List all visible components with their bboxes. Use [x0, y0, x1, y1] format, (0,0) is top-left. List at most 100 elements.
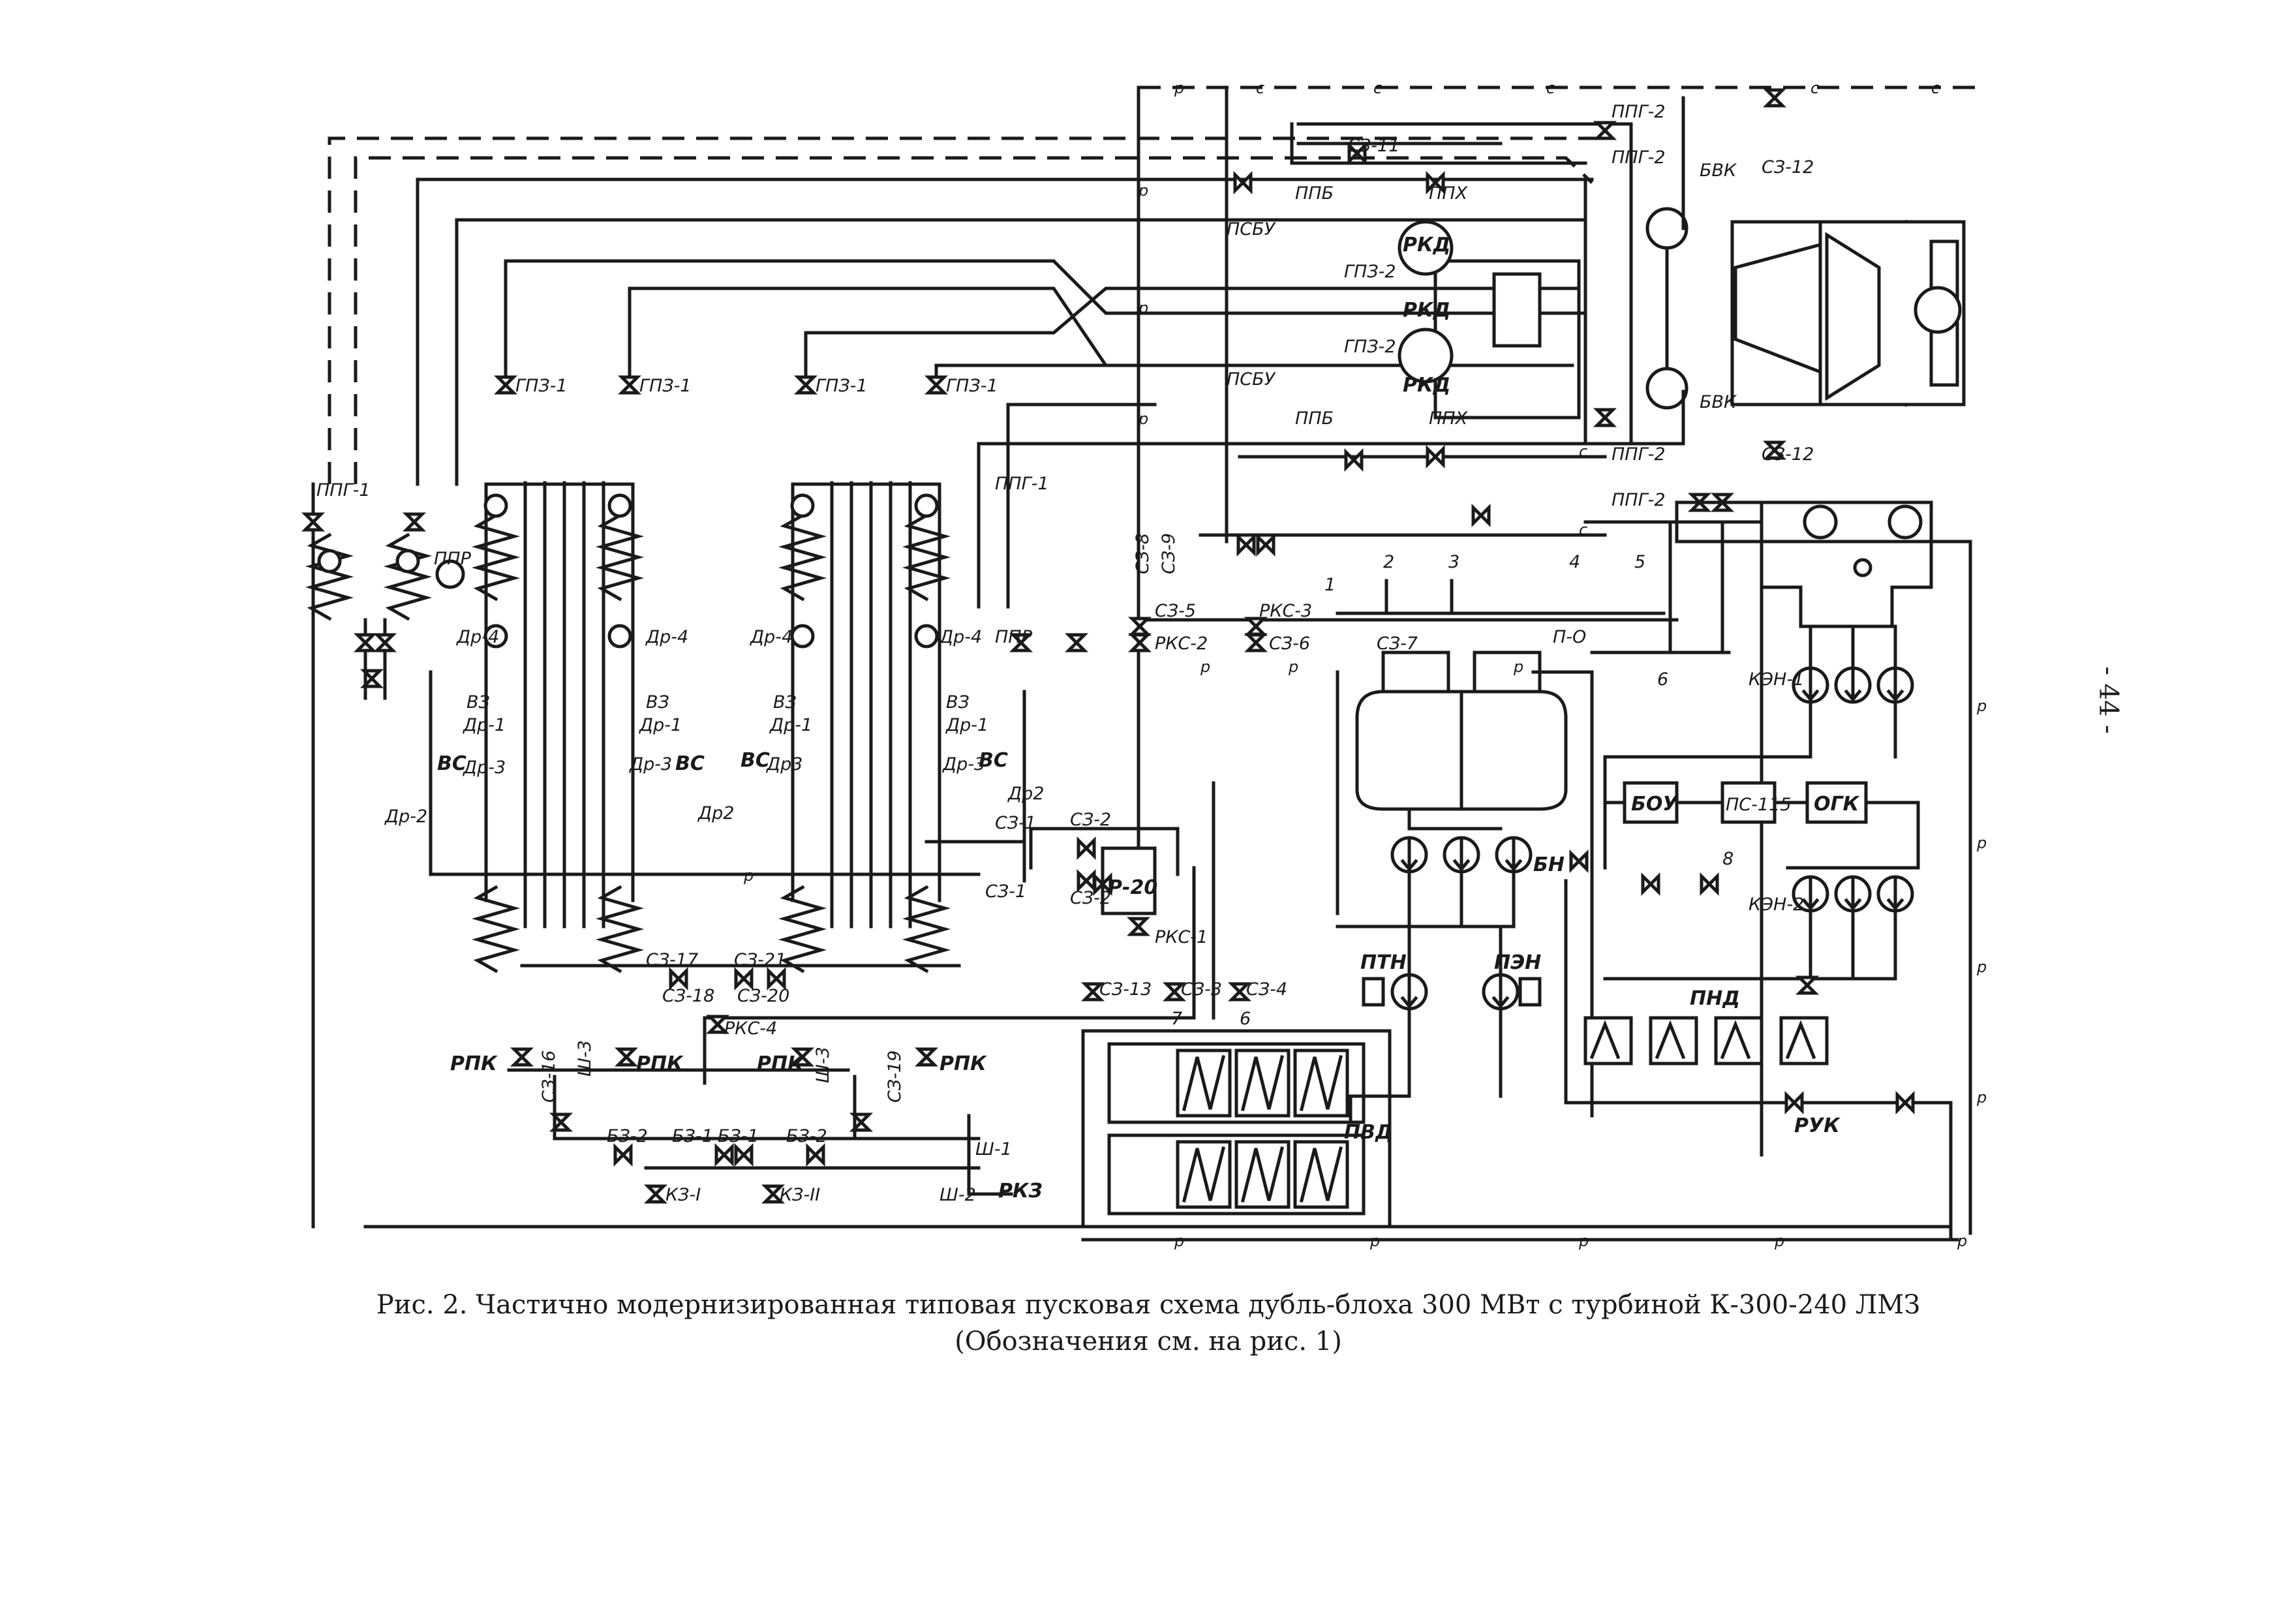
label-kz1: КЗ-I	[665, 1185, 701, 1205]
label-sh3-b: Ш-3	[813, 1047, 833, 1083]
label-dr4-b: Др-4	[645, 627, 688, 647]
label-ptn: ПТН	[1360, 951, 1407, 974]
label-gpz1-c: ГПЗ-1	[816, 376, 868, 396]
label-rkd-c: РКД	[1403, 374, 1450, 397]
label-sh3-a: Ш-3	[575, 1040, 595, 1077]
label-ken1: КЭН-1	[1749, 669, 1804, 690]
label-ppg2-c: ППГ-2	[1612, 444, 1666, 465]
label-sz12-b: СЗ-12	[1762, 444, 1814, 465]
marker-r-b1: р	[1174, 1232, 1184, 1250]
label-ppb-a: ППБ	[1295, 183, 1334, 204]
label-sh1: Ш-1	[975, 1139, 1012, 1159]
label-kz2: КЗ-II	[780, 1185, 820, 1205]
page-number: - 44 -	[2093, 666, 2124, 734]
label-dr1-c: Др-1	[769, 715, 812, 735]
marker-r-rv4: р	[1976, 1088, 1987, 1107]
label-rkd-b: РКД	[1403, 299, 1450, 322]
marker-r-c2: р	[1288, 658, 1298, 676]
marker-s-1: с	[1256, 79, 1264, 97]
marker-r-b2: р	[1369, 1232, 1380, 1250]
label-ppx-a: ППХ	[1429, 183, 1468, 204]
label-dr2-a: Др-2	[384, 806, 427, 827]
label-vs-d: ВС	[979, 749, 1008, 772]
label-rpk-a: РПК	[450, 1052, 498, 1075]
label-ppg1-right: ППГ-1	[995, 474, 1049, 494]
label-ken2: КЭН-2	[1749, 895, 1804, 915]
label-sz17: СЗ-17	[646, 950, 698, 970]
label-n6: 6	[1657, 669, 1668, 690]
label-vz-c: ВЗ	[773, 692, 797, 712]
small-piping	[924, 122, 1679, 1020]
caption-line-1: Рис. 2. Частично модернизированная типов…	[376, 1290, 1921, 1320]
generator-icon	[1914, 286, 1962, 334]
label-sz4: СЗ-4	[1246, 979, 1287, 1000]
label-bou: БОУ	[1631, 793, 1679, 816]
caption-line-2: (Обозначения см. на рис. 1)	[955, 1326, 1342, 1356]
label-vz-b: ВЗ	[646, 692, 669, 712]
label-dr3-d: Др-3	[942, 754, 985, 774]
label-n2: 2	[1383, 552, 1394, 572]
label-sz21: СЗ-21	[734, 950, 786, 970]
label-pnd: ПНД	[1690, 987, 1740, 1010]
label-dr2-b: Др2	[697, 803, 734, 823]
label-dr4-c: Др-4	[750, 627, 793, 647]
label-psbu-b: ПСБУ	[1227, 369, 1276, 390]
marker-r-rv2: р	[1976, 834, 1987, 852]
label-rks3: РКС-3	[1259, 601, 1312, 621]
label-vs-c: ВС	[741, 749, 770, 772]
marker-r-b3: р	[1578, 1232, 1589, 1250]
boiler-left	[478, 481, 638, 971]
label-rpk-b: РПК	[636, 1052, 684, 1075]
marker-s-5: с	[1931, 79, 1940, 97]
label-ppg1-left: ППГ-1	[316, 480, 371, 500]
label-n1: 1	[1324, 575, 1336, 595]
turbine	[1398, 207, 1966, 420]
label-ppg2-b: ППГ-2	[1612, 147, 1666, 168]
label-sz9: СЗ-9	[1159, 533, 1179, 574]
label-sz8: СЗ-8	[1133, 533, 1153, 574]
label-ppx-b: ППХ	[1429, 408, 1468, 429]
marker-s-v1: с	[1579, 442, 1587, 461]
label-ppg2-d: ППГ-2	[1612, 490, 1666, 510]
label-ppr-left: ППР	[434, 549, 472, 569]
label-sz6: СЗ-6	[1269, 634, 1310, 654]
label-bz1-b: БЗ-1	[718, 1126, 759, 1146]
dashed-line-group	[328, 85, 1987, 484]
marker-r-top: р	[1174, 79, 1184, 97]
label-ppb-b: ППБ	[1295, 408, 1334, 429]
label-sz1-b: СЗ-1	[985, 881, 1026, 902]
label-n4: 4	[1569, 552, 1580, 572]
label-gpz2-a: ГПЗ-2	[1344, 262, 1396, 282]
label-bz1-a: БЗ-1	[672, 1126, 713, 1146]
label-bz2-b: БЗ-2	[786, 1126, 827, 1146]
label-bvk-b: БВК	[1700, 392, 1737, 412]
label-sz5: СЗ-5	[1155, 601, 1196, 621]
label-n7: 7	[1171, 1009, 1182, 1029]
marker-r-b5: р	[1957, 1232, 1967, 1250]
label-rpk-d: РПК	[940, 1052, 987, 1075]
label-rks1: РКС-1	[1155, 927, 1208, 947]
label-vz-a: ВЗ	[466, 692, 490, 712]
label-n5: 5	[1634, 552, 1645, 572]
marker-r-rv3: р	[1976, 958, 1987, 976]
label-sz18: СЗ-18	[662, 986, 714, 1006]
boiler-right	[784, 481, 945, 971]
marker-r-b4: р	[1774, 1232, 1784, 1250]
label-n8: 8	[1722, 849, 1734, 869]
label-sz2-b: СЗ-2	[1070, 888, 1111, 908]
label-sz1-a: СЗ-1	[995, 813, 1036, 833]
label-sz3: СЗ-3	[1181, 979, 1222, 1000]
deaerator-group	[1336, 651, 1594, 1124]
label-dr3-b: Др-3	[629, 754, 672, 774]
marker-s-2: с	[1373, 79, 1382, 97]
marker-r-v2: р	[1138, 299, 1148, 317]
label-sz12-a: СЗ-12	[1762, 157, 1814, 177]
marker-r-mid: р	[743, 866, 754, 885]
label-sh2: Ш-2	[940, 1185, 976, 1205]
marker-s-3: с	[1546, 79, 1555, 97]
label-gpz1-d: ГПЗ-1	[946, 376, 998, 396]
label-ruk: РУК	[1794, 1114, 1841, 1137]
label-bvk-a: БВК	[1700, 161, 1737, 181]
label-dr3-a: Др-3	[463, 758, 506, 778]
